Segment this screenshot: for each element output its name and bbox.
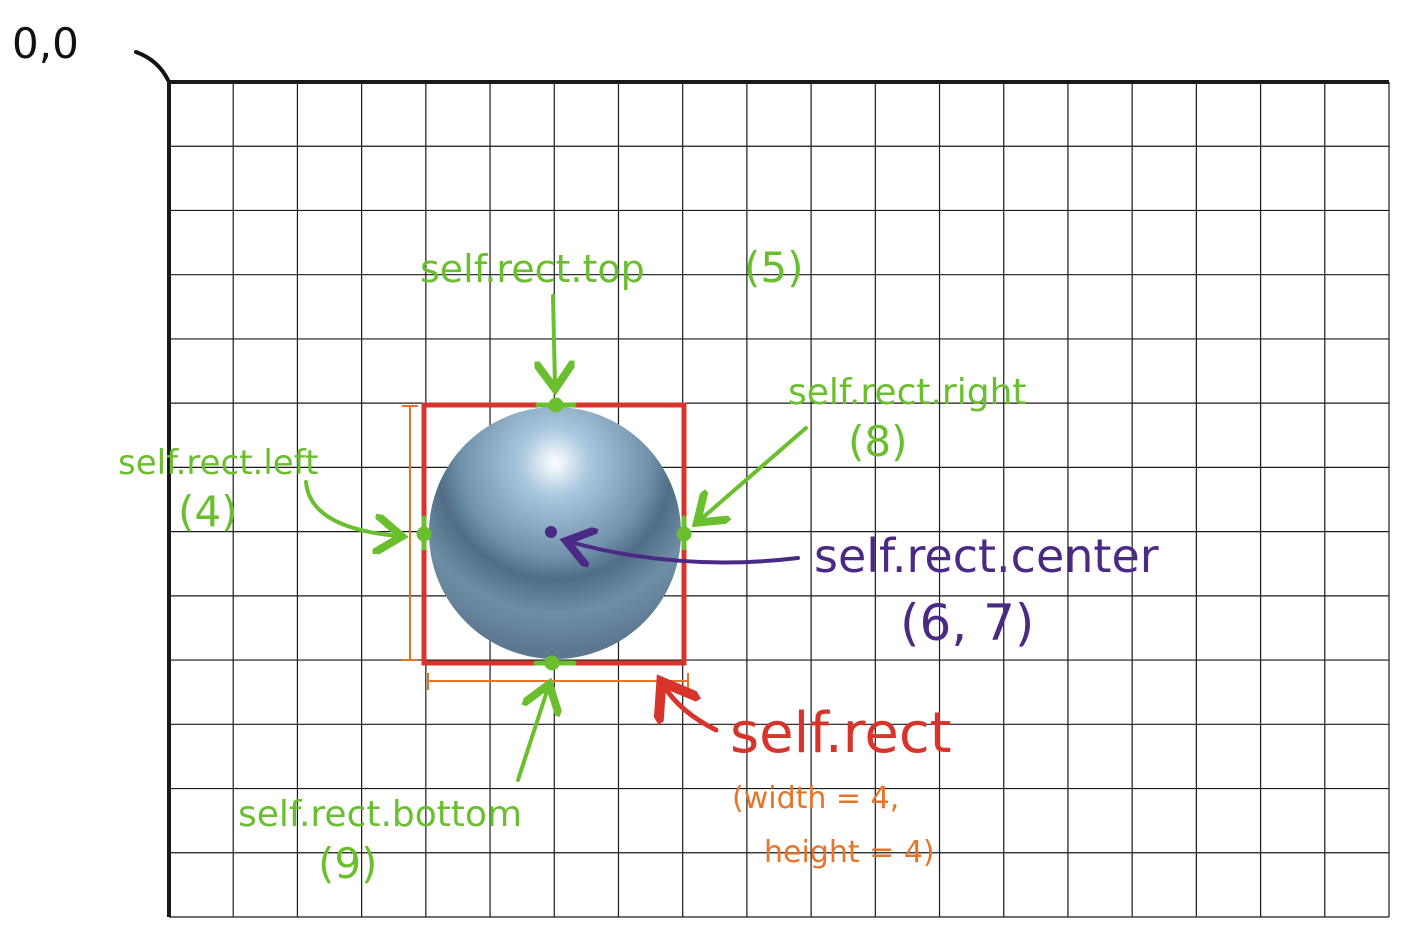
left-label: self.rect.left (118, 443, 318, 483)
left-value: (4) (178, 487, 238, 536)
rect-label: self.rect (730, 701, 952, 766)
rect-arrow (664, 686, 719, 733)
origin-pointer (134, 50, 170, 82)
top-arrow (553, 294, 555, 385)
top-value: (5) (744, 243, 804, 292)
rect-dims-line2: height = 4) (764, 835, 935, 870)
bottom-value: (9) (318, 839, 378, 888)
left-arrow (304, 480, 398, 536)
center-dot (545, 526, 557, 538)
width-dimension (427, 673, 689, 690)
right-value: (8) (848, 417, 908, 466)
grid (167, 80, 1390, 918)
center-value: (6, 7) (900, 594, 1034, 652)
center-label: self.rect.center (814, 529, 1159, 583)
top-label: self.rect.top (420, 247, 645, 291)
edge-markers (416, 397, 692, 671)
rect-dims-line1: (width = 4, (732, 781, 899, 816)
bottom-arrow (516, 688, 548, 782)
right-arrow (700, 426, 808, 520)
center-arrow (570, 542, 800, 562)
origin-label: 0,0 (12, 19, 79, 68)
right-label: self.rect.right (788, 372, 1027, 413)
bottom-label: self.rect.bottom (238, 794, 522, 835)
height-dimension (402, 405, 418, 661)
